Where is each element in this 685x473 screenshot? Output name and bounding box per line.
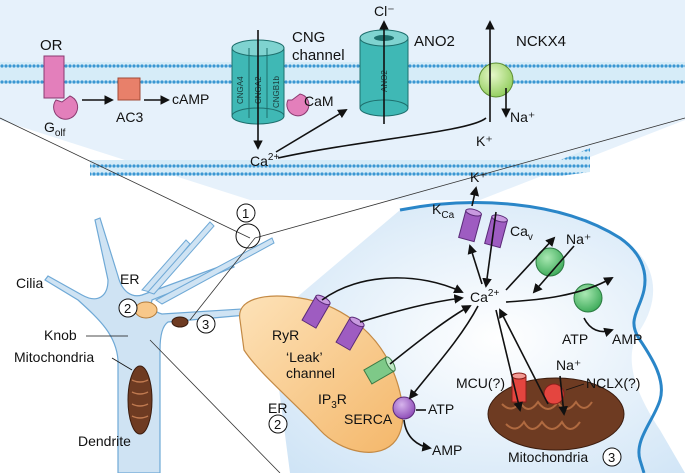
leak-label-line2: channel [286, 365, 335, 381]
kca-label: KCa [432, 201, 455, 221]
lower-membrane-bilayer [90, 148, 590, 176]
kca-channel [458, 208, 482, 243]
marker-3-label: 3 [202, 317, 209, 332]
dendrite-label: Dendrite [78, 433, 131, 449]
mito-na-label: Na⁺ [556, 357, 581, 373]
nclx-exchanger-shape [543, 383, 565, 405]
cilia-label: Cilia [16, 275, 43, 291]
or-label: OR [40, 37, 63, 54]
golf-label: Golf [44, 119, 66, 139]
cng-label-line2: channel [292, 47, 345, 64]
kca-k-label: K⁺ [470, 169, 487, 185]
nckx4-exchanger-shape [478, 62, 514, 98]
mitochondria-label: Mitochondria [14, 349, 94, 365]
ac3-enzyme-shape [117, 77, 141, 101]
pmca-atp-label: ATP [562, 331, 588, 347]
mcu-channel [511, 372, 527, 403]
neuron-er-label: ER [120, 271, 139, 287]
nckx4-k-label: K⁺ [476, 133, 493, 149]
pmca-amp-label: AMP [612, 331, 642, 347]
top-cytoplasm-region [0, 0, 685, 200]
ca-center-label: Ca2+ [470, 288, 499, 305]
neuron-body [44, 217, 259, 473]
serca-label: SERCA [344, 411, 393, 427]
mcu-label: MCU(?) [456, 375, 505, 391]
cngb1b-label: CNGB1b [272, 75, 281, 108]
zoom-panel: ER 2 RyR ‘Leak’ channel IP3R SERCA ATP A… [239, 169, 685, 473]
er-organelle-label: ER [268, 400, 287, 416]
ac3-label: AC3 [116, 109, 143, 125]
marker-1-circle [235, 223, 261, 249]
nckx4-label: NCKX4 [516, 33, 566, 50]
leak-label-line1: ‘Leak’ [286, 349, 323, 365]
camp-label: cAMP [172, 91, 209, 107]
ryr-label: RyR [272, 327, 299, 343]
or-receptor-shape [43, 55, 65, 99]
er-marker-label: 2 [274, 417, 281, 432]
zoom-na-label: Na⁺ [566, 231, 591, 247]
cam-label: CaM [304, 93, 334, 109]
golf-protein-shape [53, 95, 79, 120]
serca-pump-shape [392, 396, 416, 420]
knob-label: Knob [44, 327, 77, 343]
cam-shape [286, 93, 310, 117]
nclx-label: NCLX(?) [586, 375, 640, 391]
er-amp-label: AMP [432, 442, 462, 458]
ano2-label: ANO2 [414, 33, 455, 50]
cav-label: Cav [510, 223, 533, 243]
cl-label: Cl⁻ [374, 3, 395, 19]
nckx4-na-label: Na⁺ [510, 109, 535, 125]
marker-2-label: 2 [124, 301, 131, 316]
zoom-line-right [254, 117, 685, 239]
top-membrane-panel: OR Golf AC3 cAMP CNGA4 CNGA2 CNGB1b CNG … [0, 0, 685, 239]
marker-1-label: 1 [242, 206, 249, 221]
zoom-line-left [0, 117, 251, 239]
mito-marker-label: 3 [608, 450, 615, 465]
cnga4-label: CNGA4 [236, 76, 245, 104]
ca-label: Ca2+ [250, 152, 279, 169]
zoom-membrane [399, 201, 663, 473]
leak-channel [335, 316, 365, 351]
cng-label-line1: CNG [292, 29, 325, 46]
neuron-diagram: 1 2 3 Cilia ER Knob Mitochondria Dendrit… [14, 203, 281, 473]
er-atp-label: ATP [428, 401, 454, 417]
na-ca-exchanger-shape [535, 247, 565, 277]
neuron-mitochondria-shape [127, 365, 153, 435]
neuron-er-shape [134, 301, 158, 319]
ip3r-label: IP3R [318, 391, 347, 411]
zoom-mito-label: Mitochondria [508, 449, 588, 465]
